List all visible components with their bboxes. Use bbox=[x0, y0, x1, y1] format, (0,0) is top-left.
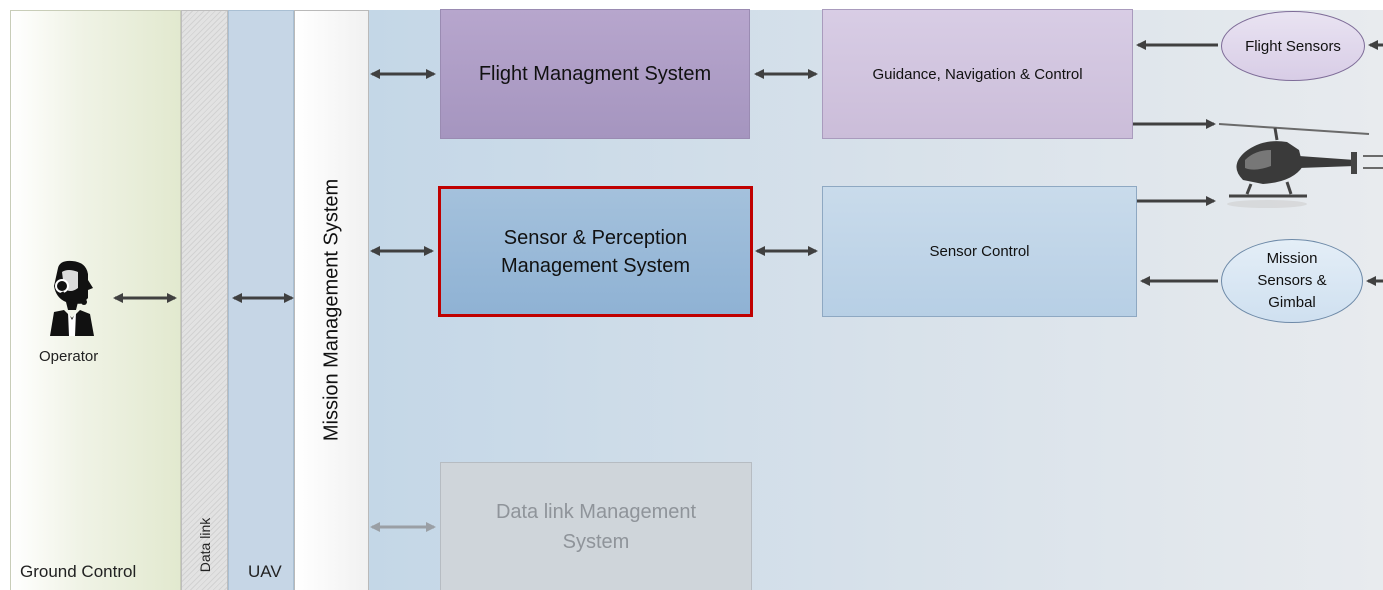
flight-sensors-ellipse[interactable]: Flight Sensors bbox=[1221, 11, 1365, 81]
mission-management-lane bbox=[294, 10, 369, 590]
sensor-perception-line1: Sensor & Perception bbox=[503, 226, 688, 249]
data-link-lane bbox=[181, 10, 228, 590]
uav-label: UAV bbox=[248, 562, 282, 581]
flight-management-box[interactable]: Flight Managment System bbox=[440, 9, 750, 139]
operator-icon bbox=[50, 260, 94, 336]
ground-control-label: Ground Control bbox=[20, 562, 137, 581]
gnc-label: Guidance, Navigation & Control bbox=[872, 65, 1083, 83]
gnc-box[interactable]: Guidance, Navigation & Control bbox=[822, 9, 1133, 139]
flight-management-label: Flight Managment System bbox=[478, 62, 712, 85]
mission-sensors-label: Mission Sensors & Gimbal bbox=[1257, 248, 1326, 313]
data-link-management-line2: System bbox=[562, 530, 630, 553]
operator-label: Operator bbox=[39, 348, 99, 365]
sensor-perception-label: Sensor & Perception Management System bbox=[501, 224, 690, 280]
mission-sensors-ellipse[interactable]: Mission Sensors & Gimbal bbox=[1221, 239, 1363, 323]
mission-sensors-line2: Sensors & bbox=[1257, 272, 1327, 290]
mission-sensors-line1: Mission bbox=[1266, 250, 1318, 268]
sensor-control-box[interactable]: Sensor Control bbox=[822, 186, 1137, 317]
sensor-control-label: Sensor Control bbox=[929, 243, 1030, 260]
sensor-perception-line2: Management System bbox=[501, 254, 690, 277]
flight-sensors-label: Flight Sensors bbox=[1245, 37, 1341, 55]
data-link-management-box[interactable]: Data link Management System bbox=[440, 462, 752, 590]
sensor-perception-box[interactable]: Sensor & Perception Management System bbox=[438, 186, 753, 317]
mission-sensors-line3: Gimbal bbox=[1268, 293, 1316, 311]
data-link-management-line1: Data link Management bbox=[495, 500, 697, 523]
helicopter-icon bbox=[1218, 123, 1383, 208]
data-link-management-label: Data link Management System bbox=[496, 497, 696, 557]
